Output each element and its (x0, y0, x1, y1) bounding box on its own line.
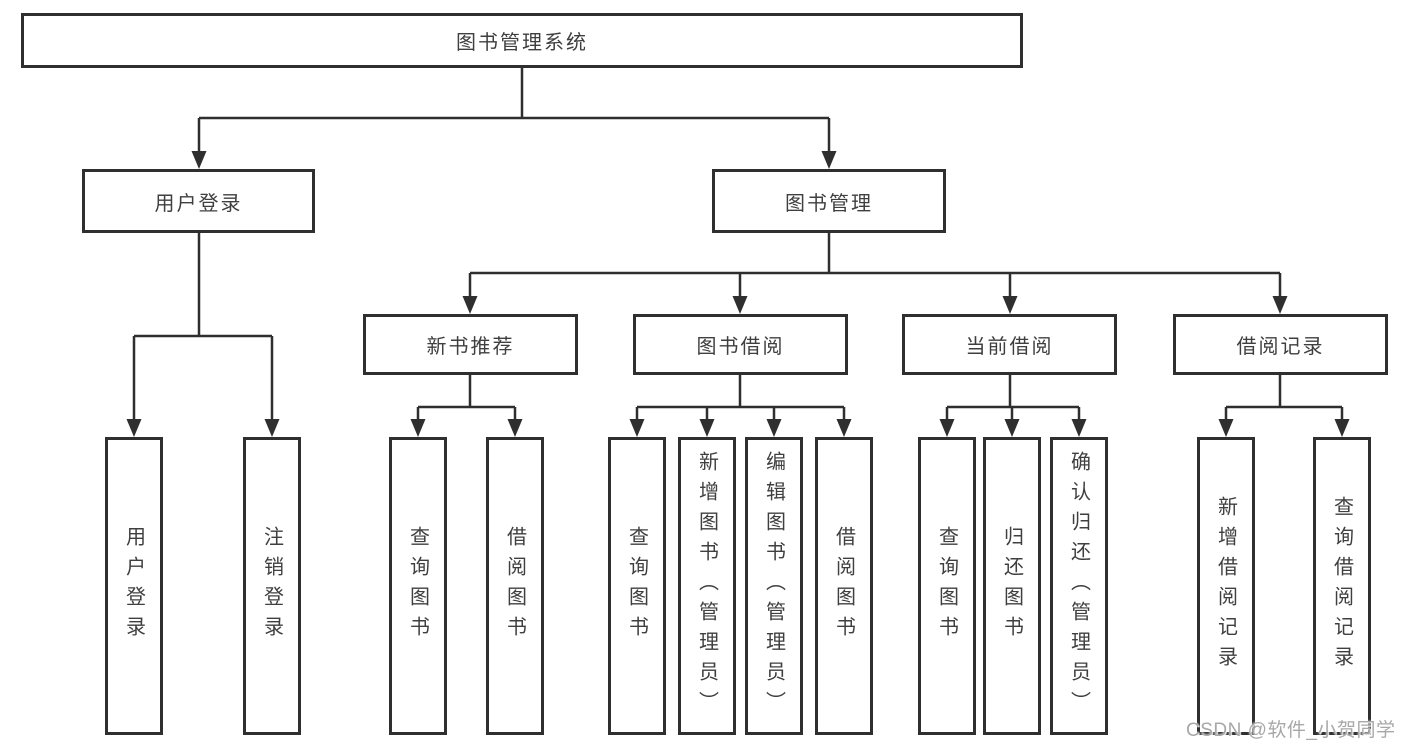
leaf-label: 归还图书 (1000, 526, 1023, 646)
arrow-down-icon (191, 151, 207, 169)
connector-line (1224, 375, 1344, 421)
arrow-down-icon (507, 419, 523, 437)
arrow-down-icon (462, 296, 478, 314)
leaf-label: 借阅图书 (832, 526, 855, 646)
leaf-query-books-borrow: 查询图书 (608, 437, 666, 735)
csdn-watermark: CSDN @软件_小贺同学 (1186, 720, 1396, 741)
connector-line (416, 375, 517, 421)
leaf-confirm-return-admin: 确认归还（管理员） (1050, 437, 1108, 735)
leaf-label: 编辑图书（管理员） (762, 451, 785, 721)
arrow-down-icon (699, 419, 715, 437)
connector-book-management-to-level3 (462, 233, 1288, 314)
arrow-down-icon (629, 419, 645, 437)
connector-line (132, 233, 274, 421)
node-user-login: 用户登录 (82, 169, 315, 233)
leaf-label: 查询借阅记录 (1330, 496, 1353, 676)
arrow-down-icon (836, 419, 852, 437)
connector-line (468, 233, 1282, 299)
leaf-query-borrow-record: 查询借阅记录 (1313, 437, 1371, 735)
connector-new-book-recommend-to-leaves (410, 375, 523, 437)
connector-user-login-to-leaves (126, 233, 280, 437)
arrow-down-icon (1071, 419, 1087, 437)
node-label: 图书管理 (785, 192, 873, 215)
leaf-label: 查询图书 (935, 526, 958, 646)
node-label: 图书管理系统 (456, 32, 588, 54)
node-borrow-records: 借阅记录 (1173, 314, 1388, 375)
leaf-label: 借阅图书 (503, 526, 526, 646)
leaf-label: 用户登录 (122, 526, 145, 646)
leaf-query-books-recommend: 查询图书 (389, 437, 447, 735)
connector-book-borrow-to-leaves (629, 375, 852, 437)
node-library-management-system: 图书管理系统 (21, 13, 1023, 68)
node-current-borrow: 当前借阅 (902, 314, 1117, 375)
leaf-query-books-current: 查询图书 (918, 437, 976, 735)
connector-line (197, 68, 831, 154)
node-label: 用户登录 (154, 192, 243, 215)
arrow-down-icon (939, 419, 955, 437)
leaf-label: 注销登录 (260, 526, 283, 646)
arrow-down-icon (732, 296, 748, 314)
leaf-borrow-books: 借阅图书 (815, 437, 873, 735)
node-book-management: 图书管理 (712, 169, 946, 233)
arrow-down-icon (1218, 419, 1234, 437)
node-label: 借阅记录 (1236, 336, 1325, 358)
connector-root-to-level2 (191, 68, 837, 169)
arrow-down-icon (1334, 419, 1350, 437)
arrow-down-icon (126, 419, 142, 437)
leaf-label: 新增借阅记录 (1214, 496, 1237, 676)
leaf-logout: 注销登录 (243, 437, 301, 735)
leaf-return-book: 归还图书 (983, 437, 1041, 735)
leaf-add-borrow-record: 新增借阅记录 (1197, 437, 1255, 735)
leaf-label: 查询图书 (406, 526, 429, 646)
leaf-user-login: 用户登录 (105, 437, 163, 735)
arrow-down-icon (1002, 296, 1018, 314)
leaf-edit-book-admin: 编辑图书（管理员） (745, 437, 803, 735)
node-book-borrow: 图书借阅 (633, 314, 848, 375)
arrow-down-icon (264, 419, 280, 437)
node-label: 当前借阅 (965, 336, 1054, 358)
node-label: 新书推荐 (426, 336, 515, 358)
connector-borrow-records-to-leaves (1218, 375, 1350, 437)
arrow-down-icon (410, 419, 426, 437)
arrow-down-icon (1004, 419, 1020, 437)
connector-line (635, 375, 846, 421)
arrow-down-icon (1272, 296, 1288, 314)
connector-current-borrow-to-leaves (939, 375, 1087, 437)
leaf-borrow-books-recommend: 借阅图书 (486, 437, 544, 735)
arrow-down-icon (766, 419, 782, 437)
node-label: 图书借阅 (696, 336, 785, 358)
connector-line (945, 375, 1081, 421)
leaf-label: 新增图书（管理员） (695, 451, 718, 721)
node-new-book-recommend: 新书推荐 (363, 314, 578, 375)
leaf-add-book-admin: 新增图书（管理员） (678, 437, 736, 735)
leaf-label: 确认归还（管理员） (1067, 451, 1090, 721)
arrow-down-icon (821, 151, 837, 169)
leaf-label: 查询图书 (625, 526, 648, 646)
